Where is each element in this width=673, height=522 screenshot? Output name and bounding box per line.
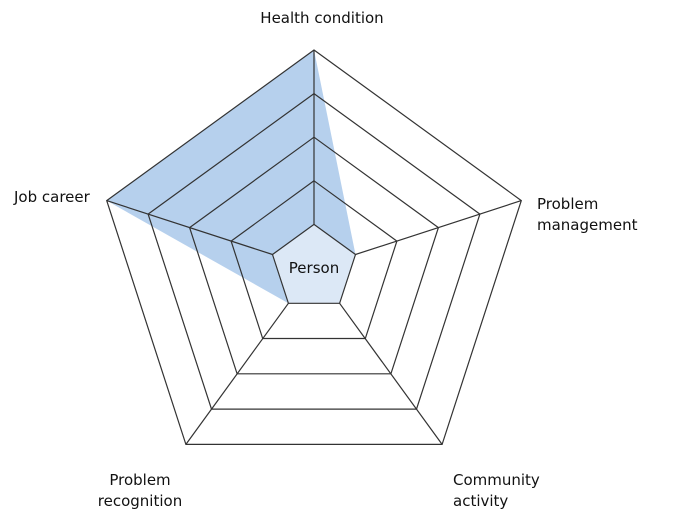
axis-label-2: Community activity bbox=[453, 471, 540, 510]
axis-label-4-line-0: Job career bbox=[13, 188, 91, 206]
center-label: Person bbox=[289, 259, 339, 277]
axis-spoke-2 bbox=[339, 302, 443, 445]
grid-ring-5 bbox=[105, 49, 523, 445]
grid-layer bbox=[105, 49, 523, 445]
axis-label-4: Job career bbox=[13, 188, 91, 206]
axis-label-0-line-0: Health condition bbox=[260, 9, 383, 27]
axis-label-3-line-0: Problem bbox=[109, 471, 170, 489]
axis-label-3-line-1: recognition bbox=[98, 492, 182, 510]
axis-spoke-1 bbox=[355, 200, 522, 256]
axis-label-1-line-0: Problem bbox=[537, 195, 598, 213]
axis-label-3: Problem recognition bbox=[98, 471, 182, 510]
axis-label-1-line-1: management bbox=[537, 216, 638, 234]
grid-ring-1 bbox=[271, 223, 357, 304]
grid-ring-2 bbox=[230, 180, 398, 340]
axis-spoke-3 bbox=[185, 302, 289, 445]
axis-label-2-line-0: Community bbox=[453, 471, 540, 489]
axis-spoke-4 bbox=[106, 200, 273, 256]
center-pentagon-fill-top bbox=[272, 224, 356, 304]
grid-ring-3 bbox=[188, 136, 440, 375]
axis-label-1: Problem management bbox=[537, 195, 638, 234]
grid-ring-4 bbox=[147, 92, 481, 410]
axis-label-2-line-1: activity bbox=[453, 492, 508, 510]
axis-label-0: Health condition bbox=[260, 9, 383, 27]
